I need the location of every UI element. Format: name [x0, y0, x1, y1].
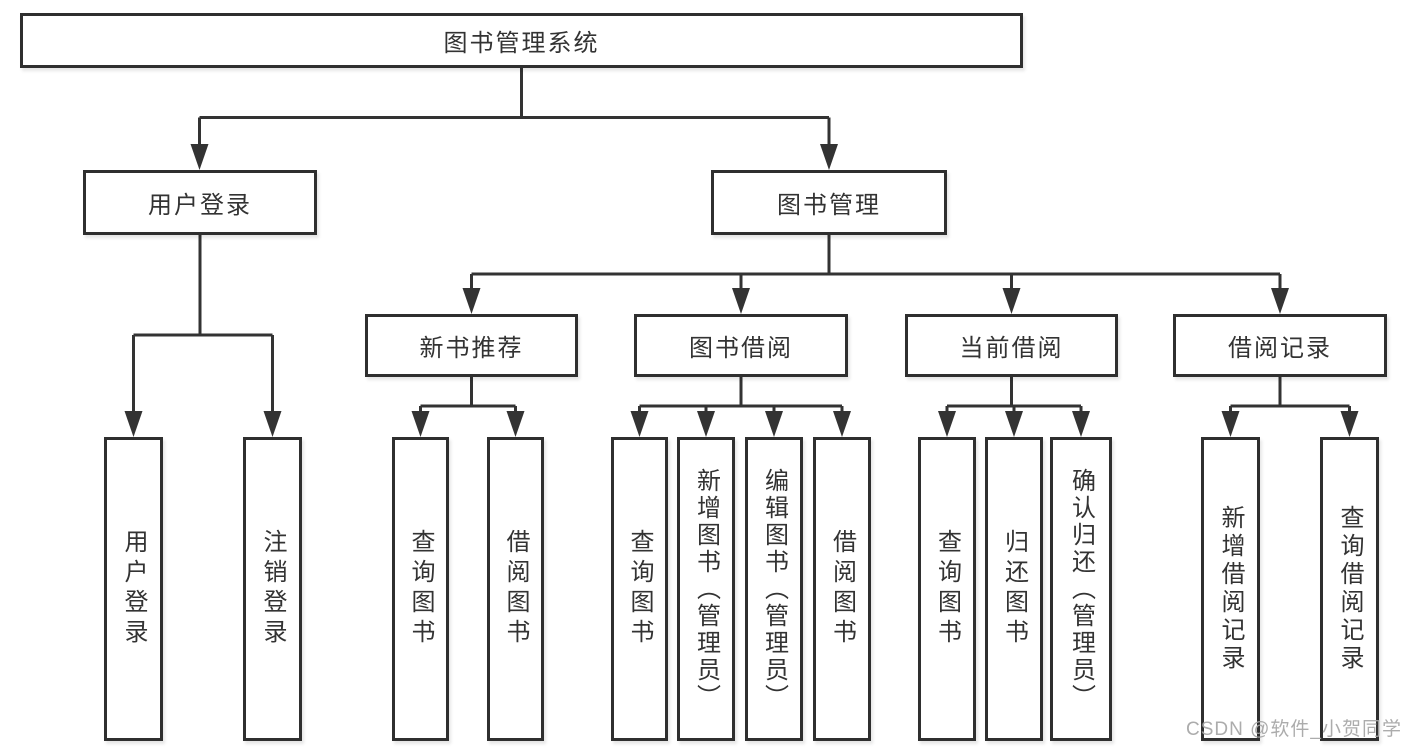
node-book-management: 图书管理 — [711, 170, 947, 235]
node-current-borrow: 当前借阅 — [905, 314, 1118, 377]
leaf-query-books-current: 查询图书 — [918, 437, 976, 741]
node-root: 图书管理系统 — [20, 13, 1023, 68]
leaf-borrow-books-recommend: 借阅图书 — [487, 437, 544, 741]
leaf-confirm-return-admin: 确认归还（管理员） — [1050, 437, 1112, 741]
leaf-borrow-books-borrow: 借阅图书 — [813, 437, 871, 741]
node-book-borrow: 图书借阅 — [634, 314, 848, 377]
node-user-login: 用户登录 — [83, 170, 317, 235]
leaf-return-books: 归还图书 — [985, 437, 1043, 741]
leaf-logout-login: 注销登录 — [243, 437, 302, 741]
leaf-add-books-admin: 新增图书（管理员） — [677, 437, 735, 741]
node-new-book-recommend: 新书推荐 — [365, 314, 578, 377]
csdn-watermark: CSDN @软件_小贺同学 — [1186, 719, 1402, 740]
leaf-add-borrow-record: 新增借阅记录 — [1201, 437, 1260, 741]
node-borrow-records: 借阅记录 — [1173, 314, 1387, 377]
leaf-edit-books-admin: 编辑图书（管理员） — [745, 437, 803, 741]
leaf-query-books-borrow: 查询图书 — [611, 437, 668, 741]
leaf-query-books-recommend: 查询图书 — [392, 437, 449, 741]
leaf-query-borrow-record: 查询借阅记录 — [1320, 437, 1379, 741]
leaf-user-login: 用户登录 — [104, 437, 163, 741]
